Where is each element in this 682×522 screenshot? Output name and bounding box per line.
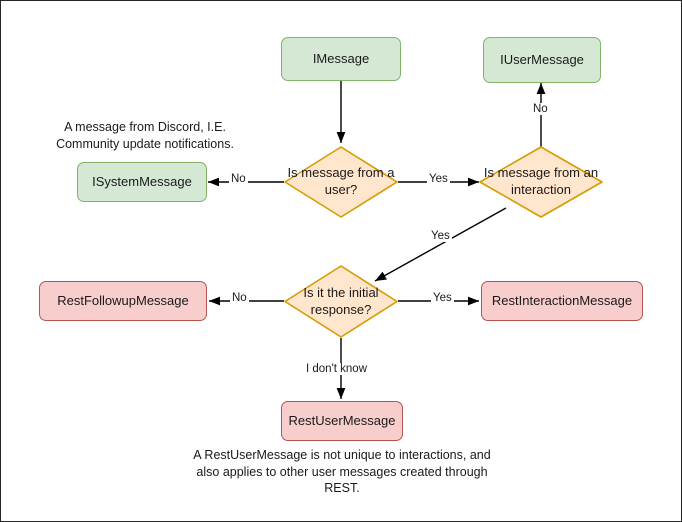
node-imessage[interactable]: IMessage — [281, 37, 401, 81]
edge-isfrominteraction-yes-to-isinitial — [374, 207, 507, 282]
node-restinteractionmessage[interactable]: RestInteractionMessage — [481, 281, 643, 321]
node-imessage-label: IMessage — [312, 50, 370, 66]
node-iusermessage-label: IUserMessage — [500, 51, 584, 67]
node-restinteractionmessage-label: RestInteractionMessage — [491, 292, 633, 308]
decision-is-message-from-user[interactable]: Is message from a user? — [284, 146, 398, 218]
node-isystemmessage[interactable]: ISystemMessage — [77, 162, 207, 202]
edge-label-user-no: No — [229, 173, 248, 185]
node-restusermessage-label: RestUserMessage — [288, 412, 396, 428]
edge-label-initial-unknown: I don't know — [304, 363, 370, 375]
node-restfollowupmessage-label: RestFollowupMessage — [57, 292, 189, 308]
edge-label-initial-no: No — [230, 292, 249, 304]
diamond-shape — [479, 146, 603, 218]
edge-label-user-yes: Yes — [427, 173, 450, 185]
decision-is-message-from-interaction[interactable]: Is message from an interaction — [479, 146, 603, 218]
edge-label-interaction-yes: Yes — [429, 230, 452, 242]
node-iusermessage[interactable]: IUserMessage — [483, 37, 601, 83]
decision-is-initial-response[interactable]: Is it the initial response? — [284, 265, 398, 338]
edge-label-interaction-no: No — [531, 103, 550, 115]
edge-label-initial-yes: Yes — [431, 292, 454, 304]
diamond-shape — [284, 146, 398, 218]
note-isystemmessage: A message from Discord, I.E. Community u… — [56, 120, 234, 151]
node-restfollowupmessage[interactable]: RestFollowupMessage — [39, 281, 207, 321]
note-restusermessage: A RestUserMessage is not unique to inter… — [193, 448, 491, 495]
diamond-shape — [284, 265, 398, 338]
node-isystemmessage-label: ISystemMessage — [92, 173, 192, 189]
node-restusermessage[interactable]: RestUserMessage — [281, 401, 403, 441]
